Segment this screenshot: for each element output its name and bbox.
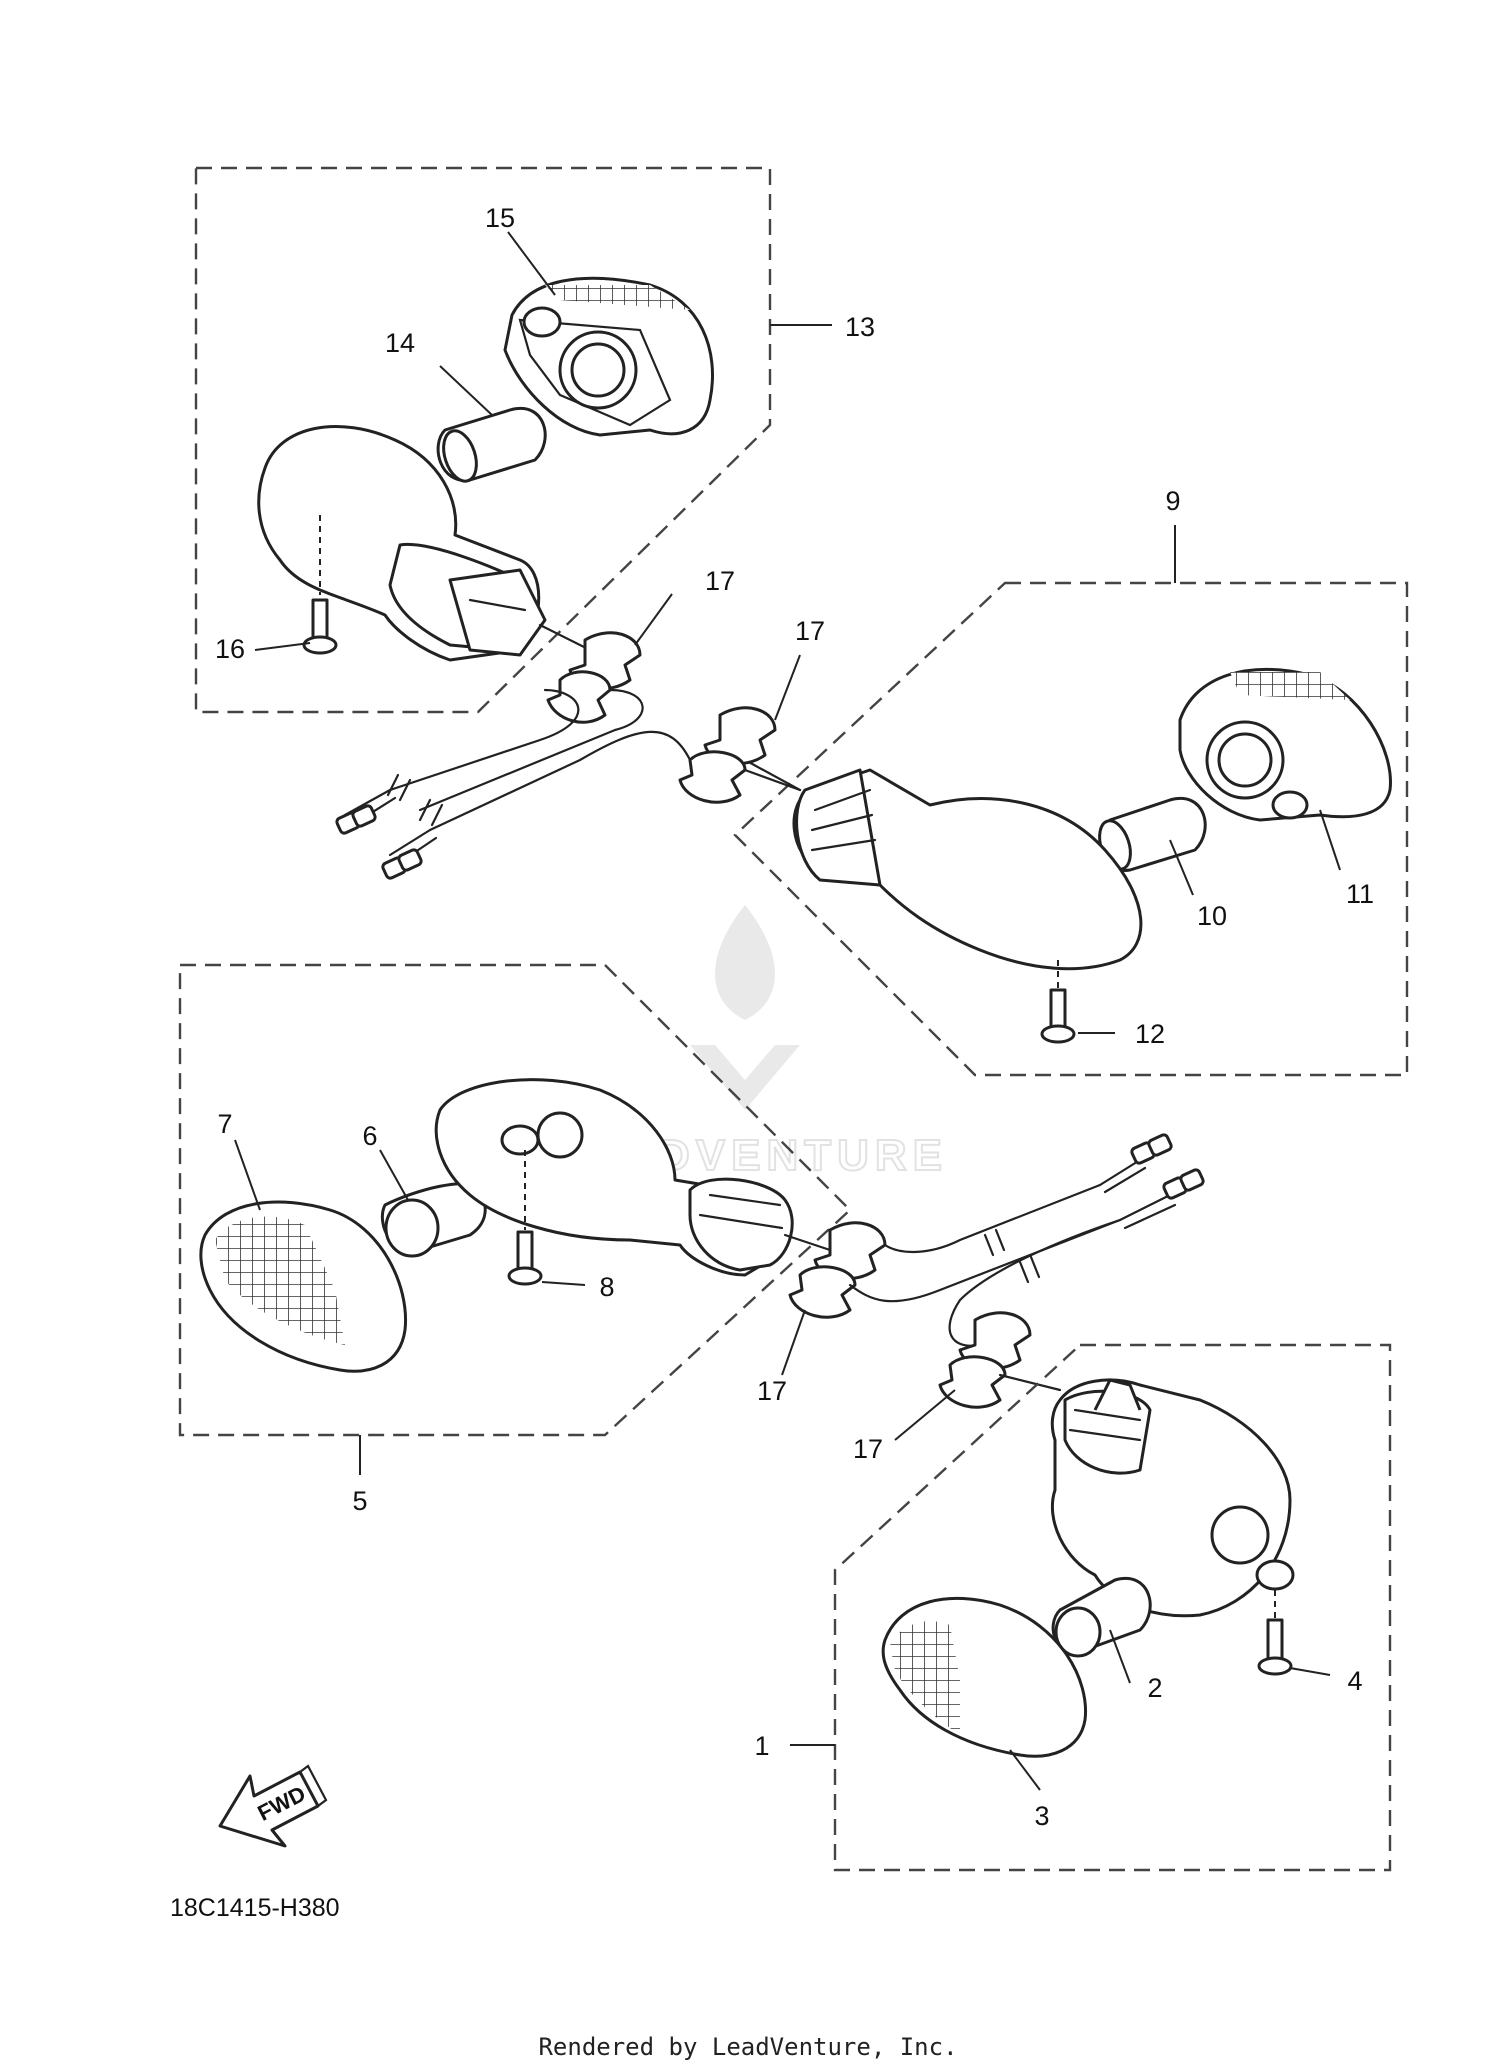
housing-9 — [743, 758, 1143, 971]
leadventure-logo-icon — [690, 905, 800, 1110]
callout-14: 14 — [385, 328, 415, 358]
screw-16 — [302, 515, 338, 655]
housing-1 — [1050, 1378, 1295, 1618]
bulb-6 — [380, 1182, 487, 1258]
assembly-5 — [178, 963, 852, 1437]
footer-credit: Rendered by LeadVenture, Inc. — [538, 2033, 957, 2061]
housing-13 — [257, 425, 612, 662]
callout-2: 2 — [1147, 1673, 1162, 1703]
grommet-17c — [788, 1221, 887, 1319]
fwd-arrow-icon — [218, 1764, 328, 1848]
assembly-13 — [194, 166, 772, 714]
callouts: 15 14 13 16 17 17 9 11 10 12 7 6 8 17 5 … — [215, 203, 1374, 1831]
grommet-17b — [678, 706, 777, 804]
connector-lower-b — [1162, 1168, 1205, 1200]
diagram-code: 18C1415-H380 — [170, 1894, 340, 1922]
callout-6: 6 — [362, 1121, 377, 1151]
housing-5 — [434, 1078, 832, 1277]
callout-10: 10 — [1197, 901, 1227, 931]
connector-lower-a — [1130, 1133, 1173, 1165]
callout-4: 4 — [1347, 1666, 1362, 1696]
connector-upper-b — [381, 848, 423, 880]
lens-3 — [881, 1596, 1088, 1758]
bulb-2 — [1051, 1576, 1152, 1658]
callout-17b: 17 — [795, 616, 825, 646]
callout-15: 15 — [485, 203, 515, 233]
assembly-1 — [833, 1343, 1392, 1872]
connector-upper-a — [335, 804, 377, 835]
callout-8: 8 — [599, 1272, 614, 1302]
screw-4 — [1257, 1590, 1293, 1676]
leader-lines — [234, 231, 1341, 1791]
fwd-arrow: FWD — [218, 1764, 328, 1848]
bulb-10 — [1098, 796, 1207, 872]
callout-13: 13 — [845, 312, 875, 342]
grommet-17d — [938, 1311, 1032, 1409]
lens-7 — [199, 1200, 408, 1373]
bulb-14 — [436, 406, 547, 483]
assembly-9 — [733, 581, 1409, 1077]
callout-5: 5 — [352, 1486, 367, 1516]
lens-15 — [503, 276, 714, 437]
screw-8 — [507, 1150, 543, 1286]
callout-11: 11 — [1346, 879, 1374, 909]
callout-9: 9 — [1165, 486, 1180, 516]
upper-harness — [335, 631, 802, 880]
callout-7: 7 — [217, 1109, 232, 1139]
lower-harness — [788, 1133, 1205, 1409]
callout-17d: 17 — [853, 1434, 883, 1464]
callout-16: 16 — [215, 634, 245, 664]
callout-12: 12 — [1135, 1019, 1165, 1049]
callout-1: 1 — [754, 1731, 769, 1761]
callout-17c: 17 — [757, 1376, 787, 1406]
screw-12 — [1040, 960, 1076, 1044]
callout-17a: 17 — [705, 566, 735, 596]
grommet-17a — [546, 631, 642, 724]
lens-11 — [1178, 667, 1392, 822]
callout-3: 3 — [1034, 1801, 1049, 1831]
